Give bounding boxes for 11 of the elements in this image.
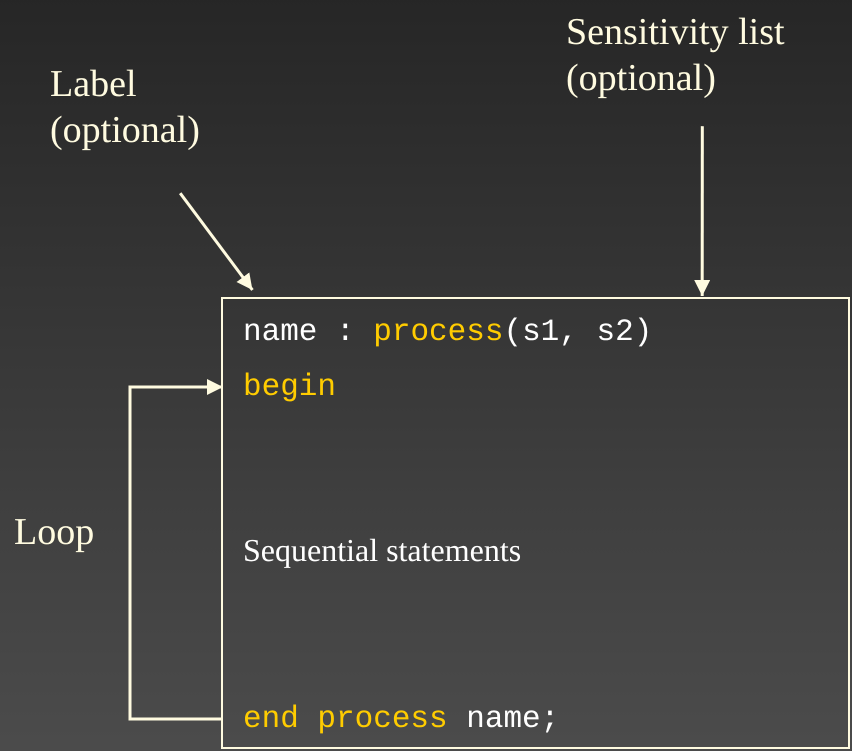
code-line: begin — [223, 369, 852, 405]
arrow — [179, 192, 254, 291]
arrow — [694, 126, 710, 296]
code-line: end process name; — [223, 701, 852, 737]
annotation-text: Sensitivity list (optional) — [566, 10, 850, 102]
loop-arrow — [128, 379, 223, 720]
statement-text: Sequential statements — [223, 531, 852, 571]
code-box — [221, 297, 850, 749]
annotation-text: Label (optional) — [50, 62, 260, 154]
code-line: name : process(s1, s2) — [223, 314, 852, 350]
loop-label: Loop — [14, 510, 94, 554]
